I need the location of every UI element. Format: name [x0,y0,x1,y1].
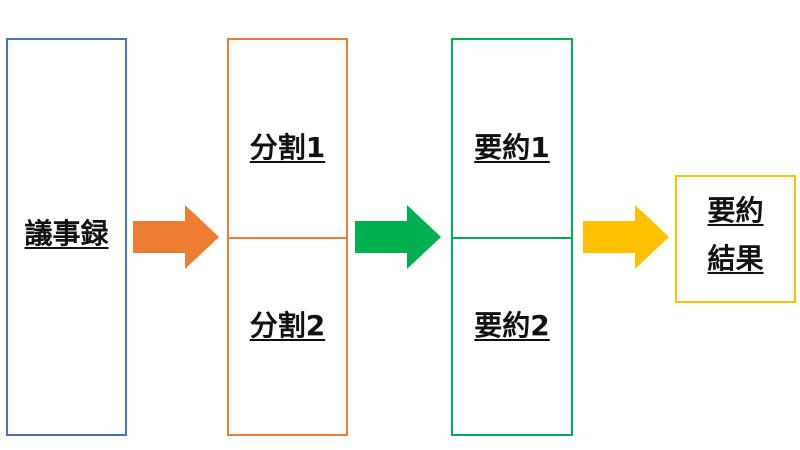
summary-label-1: 要約1 [474,131,550,164]
source-box: 議事録 [6,38,127,436]
orange-arrow-shape [133,205,219,269]
summary-box: 要約1 要約2 [451,38,573,436]
summary-label-2: 要約2 [474,309,550,342]
split-divider [229,237,346,239]
source-label: 議事録 [24,217,109,250]
green-arrow-icon [355,205,441,269]
orange-arrow-icon [133,205,219,269]
result-label-line-1: 要約 [707,194,764,227]
split-label-1: 分割1 [249,131,326,164]
split-label-2: 分割2 [249,309,326,342]
result-box: 要約 結果 [675,175,796,303]
yellow-arrow-shape [583,205,669,269]
yellow-arrow-icon [583,205,669,269]
summary-divider [453,237,571,239]
split-box: 分割1 分割2 [227,38,348,436]
result-label-line-2: 結果 [707,242,764,275]
green-arrow-shape [355,205,441,269]
